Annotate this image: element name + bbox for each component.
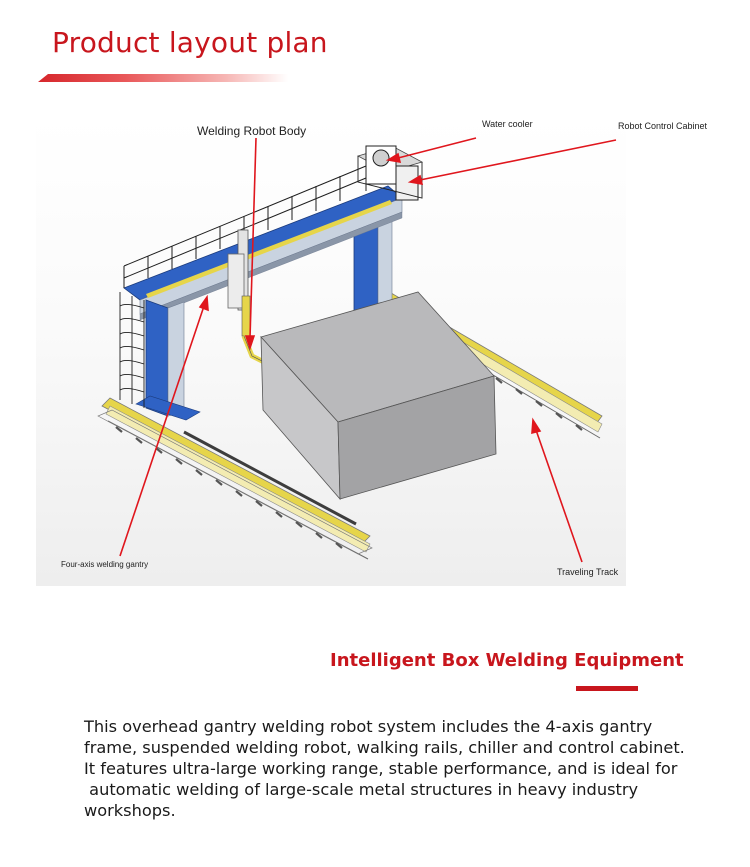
workpiece-box xyxy=(260,291,497,501)
section-title: Intelligent Box Welding Equipment xyxy=(330,650,684,671)
description: This overhead gantry welding robot syste… xyxy=(84,716,744,821)
description-line: workshops. xyxy=(84,801,176,820)
left-column xyxy=(135,299,201,421)
beam-handrail xyxy=(123,165,367,288)
callout-gantry: Four-axis welding gantry xyxy=(61,560,149,569)
description-line: This overhead gantry welding robot syste… xyxy=(84,717,653,736)
cable-chain xyxy=(183,430,357,526)
ladder-cage xyxy=(119,292,145,408)
description-line: It features ultra-large working range, s… xyxy=(84,759,678,778)
title-underline-bar xyxy=(38,74,288,82)
cross-beam xyxy=(123,185,403,321)
description-line: frame, suspended welding robot, walking … xyxy=(84,738,685,757)
callout-water-cooler: Water cooler xyxy=(482,119,533,129)
callout-traveling-track: Traveling Track xyxy=(557,567,619,577)
left-rail xyxy=(97,397,373,560)
callout-arrows xyxy=(119,137,617,563)
gantry-drawing xyxy=(36,116,626,586)
callout-control-cabinet: Robot Control Cabinet xyxy=(618,121,708,131)
page-title: Product layout plan xyxy=(52,26,328,59)
section-underline-bar xyxy=(576,686,638,691)
callout-robot-body: Welding Robot Body xyxy=(197,124,307,138)
description-line: automatic welding of large-scale metal s… xyxy=(84,780,639,799)
layout-diagram xyxy=(36,116,626,586)
